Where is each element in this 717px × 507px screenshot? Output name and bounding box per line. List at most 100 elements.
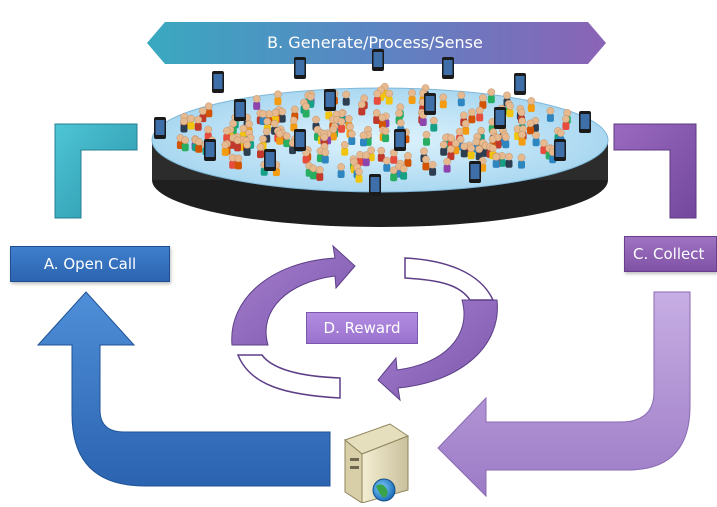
crowd-figure-icon — [337, 117, 346, 133]
crowd-figure-icon — [315, 166, 324, 181]
crowd-figure-icon — [517, 153, 526, 169]
globe-icon — [372, 478, 396, 502]
crowd-figure-icon — [302, 148, 310, 164]
crowd-figure-icon — [422, 130, 431, 146]
crowd-figure-icon — [180, 117, 188, 133]
crowd-figure-icon — [408, 89, 416, 104]
crowd-figure-icon — [389, 166, 398, 182]
purple-corner-bracket — [613, 123, 697, 219]
phone-icon — [294, 129, 306, 151]
label-open-call: A. Open Call — [10, 246, 170, 282]
crowd-figure-icon — [447, 145, 455, 161]
crowd-figure-icon — [428, 160, 437, 176]
crowd-figure-icon — [194, 137, 203, 153]
crowd-figure-icon — [377, 146, 386, 162]
crowd-figure-icon — [422, 155, 430, 171]
phone-icon — [469, 161, 481, 183]
teal-corner-bracket — [54, 123, 138, 219]
banner-step-b — [147, 22, 606, 64]
crowd-figure-icon — [389, 148, 398, 164]
crowd-figure-icon — [256, 143, 265, 159]
crowd-figure-icon — [309, 164, 318, 180]
crowd-figure-icon — [451, 139, 460, 155]
reward-arrow-right-upper — [404, 257, 495, 301]
label-reward: D. Reward — [306, 312, 418, 344]
crowd-figure-icon — [228, 153, 237, 169]
phone-icon — [494, 107, 506, 129]
crowd-figure-icon — [221, 141, 230, 156]
phone-icon — [369, 174, 381, 196]
crowd-figure-icon — [357, 100, 366, 116]
crowd-figure-icon — [204, 102, 213, 118]
crowd-figure-icon — [501, 133, 510, 149]
phone-icon — [514, 73, 526, 95]
banner-shape — [147, 22, 606, 64]
crowd-figure-icon — [234, 154, 243, 170]
phone-icon — [154, 117, 166, 139]
crowd-figure-icon — [274, 90, 282, 106]
lavender-collect-arrow — [437, 291, 691, 498]
crowd-figure-icon — [492, 153, 501, 168]
crowd-figure-icon — [461, 119, 470, 135]
crowd-figure-icon — [479, 94, 487, 109]
phone-icon — [554, 139, 566, 161]
server-slot — [350, 466, 359, 469]
crowd-figure-icon — [359, 131, 368, 147]
crowd-figure-icon — [546, 107, 555, 122]
phone-icon — [212, 71, 224, 93]
crowd-figure-icon — [302, 102, 310, 118]
crowd-figure-icon — [439, 140, 448, 156]
crowd-figure-icon — [282, 132, 291, 148]
reward-arrow-top — [231, 244, 356, 346]
crowd-figure-icon — [275, 129, 284, 145]
crowd-figure-icon — [194, 115, 202, 131]
crowd-figure-icon — [429, 116, 438, 132]
label-generate-process-sense: B. Generate/Process/Sense — [267, 33, 483, 52]
reward-arrow-bottom — [377, 299, 498, 402]
crowd-figure-icon — [527, 97, 536, 112]
crowd-figure-icon — [532, 131, 540, 147]
phone-icon — [579, 111, 591, 133]
crowd-figure-icon — [373, 90, 382, 105]
phone-icon — [324, 89, 336, 111]
crowd-figure-icon — [329, 125, 338, 141]
crowd-figure-icon — [187, 114, 195, 130]
crowd-figure-icon — [342, 90, 351, 106]
server-slot — [350, 458, 359, 461]
crowd-figure-icon — [252, 95, 261, 110]
phones — [154, 49, 591, 196]
crowd-figure-icon — [372, 109, 381, 124]
crowd-figure-icon — [340, 140, 349, 156]
crowd-figure-icon — [198, 107, 207, 123]
crowd-figure-icon — [362, 151, 371, 167]
crowd-figure-icon — [399, 164, 408, 180]
crowd-figure-icon — [475, 106, 484, 122]
crowd-figure-icon — [505, 152, 513, 168]
phone-icon — [264, 149, 276, 171]
crowd-figure-icon — [526, 119, 535, 135]
crowd-figure-icon — [355, 167, 363, 183]
crowd-figure-icon — [289, 116, 298, 132]
crowd-figure-icon — [321, 148, 330, 164]
crowd-figure-icon — [381, 127, 390, 143]
crowd-figure-icon — [506, 102, 514, 118]
crowd-figure-icon — [243, 141, 251, 156]
phone-icon — [234, 99, 246, 121]
phone-icon — [204, 139, 216, 161]
phone-icon — [394, 129, 406, 151]
crowd-figure-icon — [181, 136, 189, 152]
crowd-figure-icon — [487, 88, 496, 104]
label-collect: C. Collect — [624, 236, 717, 272]
phone-icon — [442, 57, 454, 79]
phone-icon — [294, 57, 306, 79]
crowd-figure-icon — [468, 108, 476, 124]
crowd-figure-icon — [404, 152, 412, 167]
phone-icon — [372, 49, 384, 71]
crowd-figure-icon — [457, 91, 466, 107]
crowd-figure-icon — [562, 115, 570, 130]
crowd-figure-icon — [385, 89, 394, 105]
crowd-figure-icon — [439, 93, 448, 109]
crowd-figure-icon — [467, 144, 476, 160]
